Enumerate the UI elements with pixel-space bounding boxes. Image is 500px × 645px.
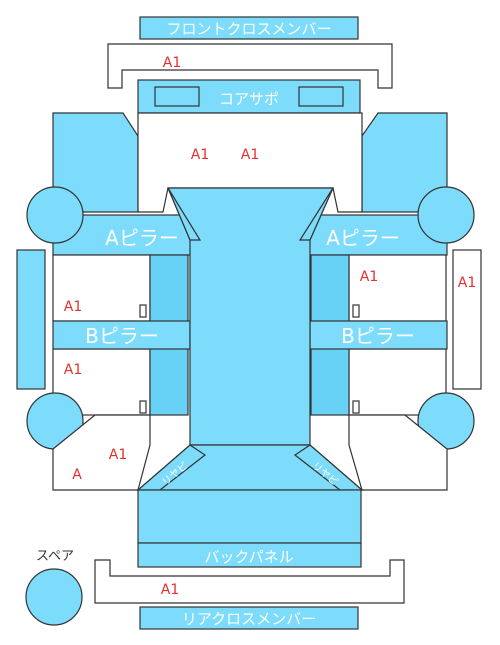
b-pillar-left-panel[interactable] [52,320,191,350]
back-panel-upper[interactable] [137,489,362,544]
front-right-fender[interactable] [361,112,448,213]
front-left-wheel[interactable] [26,186,84,244]
right-door-front[interactable] [348,254,447,322]
spare-label: スペア [36,549,74,564]
back-panel-lower[interactable] [137,542,362,568]
rear-cross-member-panel[interactable] [139,606,359,630]
rear-quarter-left-mark: A1 [109,447,127,463]
left-door-rear-mark: A1 [64,362,82,378]
hood-mark-right: A1 [241,147,259,163]
rear-bracket-outline [94,559,405,604]
front-cross-mark: A1 [163,55,181,71]
front-right-wheel[interactable] [417,186,475,244]
rear-quarter-right[interactable] [348,414,448,491]
rear-cross-member-label: リアクロスメンバー [182,610,316,628]
right-door-front-handle [352,304,360,318]
spare-tire[interactable] [25,568,83,626]
a-pillar-right-label: Aピラー [326,226,400,250]
front-cross-member-label: フロントクロスメンバー [166,20,331,38]
left-door-rear-handle [139,400,147,414]
windshield-left [167,187,202,241]
core-support-label: コアサポ [219,90,279,108]
right-outer-panel[interactable] [452,249,482,390]
left-door-front-handle [139,304,147,318]
core-support-left-slot [154,86,200,107]
b-pillar-right-panel[interactable] [309,320,448,350]
right-door-front-mark: A1 [360,269,378,285]
back-panel-label: バックパネル [204,548,293,566]
rear-quarter-left-mark-low: A [72,467,82,483]
front-cross-member-panel[interactable] [139,16,359,40]
rear-quarter-left[interactable] [52,414,151,491]
windshield-right [298,187,334,241]
right-outer-mark: A1 [458,275,476,291]
b-pillar-left-label: Bピラー [85,324,159,348]
front-bracket-outline [107,43,393,89]
a-pillar-left-label: Aピラー [105,226,179,250]
left-outer-panel[interactable] [16,249,46,390]
right-door-rear-handle [352,400,360,414]
left-door-front-mark: A1 [64,299,82,315]
rear-cross-mark: A1 [161,582,179,598]
b-pillar-right-label: Bピラー [341,324,415,348]
hood-mark-left: A1 [191,147,209,163]
core-support-right-slot [298,86,344,107]
